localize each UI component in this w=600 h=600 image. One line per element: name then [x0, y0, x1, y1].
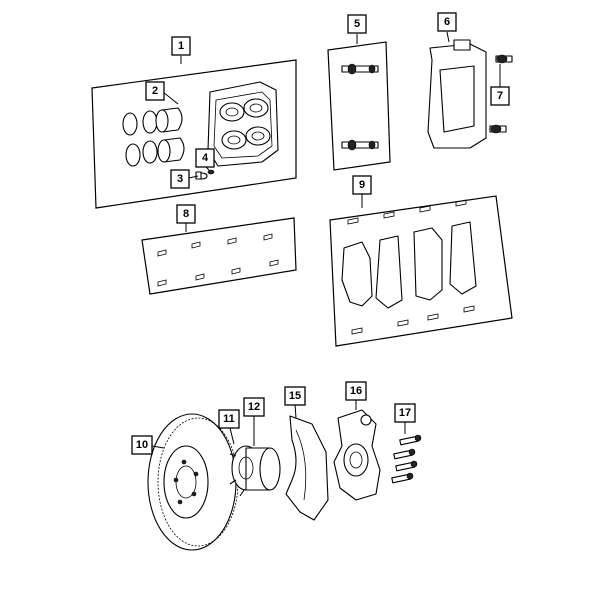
- leader-lines: [151, 31, 501, 449]
- callout-1: 1: [171, 36, 191, 56]
- svg-text:1: 1: [178, 40, 184, 52]
- caliper-kit-panel: [91, 59, 297, 209]
- bracket-bolts: [489, 54, 513, 134]
- brake-pads: [341, 221, 477, 309]
- caliper-bracket: [427, 39, 487, 149]
- clip-kit-panel: [141, 217, 297, 295]
- svg-text:11: 11: [223, 413, 235, 425]
- svg-text:17: 17: [399, 407, 411, 419]
- callout-6: 6: [437, 12, 457, 32]
- callout-3: 3: [170, 169, 190, 189]
- svg-text:5: 5: [354, 18, 360, 30]
- svg-text:15: 15: [289, 390, 301, 402]
- callout-10: 10: [131, 435, 153, 455]
- hub-bearing: [229, 445, 281, 497]
- pad-clips: [347, 199, 475, 335]
- callout-4: 4: [195, 148, 215, 168]
- svg-text:4: 4: [202, 152, 209, 164]
- callout-5: 5: [347, 14, 367, 34]
- brake-rotor: [147, 413, 239, 551]
- dust-shield: [285, 415, 329, 521]
- guide-pin-upper: [341, 63, 379, 75]
- callout-11: 11: [218, 409, 240, 429]
- callout-8: 8: [176, 204, 196, 224]
- guide-pin-lower: [341, 139, 379, 151]
- callout-12: 12: [243, 397, 265, 417]
- callout-17: 17: [394, 403, 416, 423]
- knuckle-bolts: [391, 434, 422, 484]
- callout-16: 16: [345, 381, 367, 401]
- svg-text:7: 7: [497, 90, 503, 102]
- svg-text:3: 3: [177, 173, 183, 185]
- svg-text:2: 2: [152, 85, 158, 97]
- caliper-body: [207, 81, 279, 167]
- steering-knuckle: [333, 409, 381, 501]
- svg-text:8: 8: [183, 208, 189, 220]
- svg-text:6: 6: [444, 16, 450, 28]
- callout-7: 7: [490, 86, 510, 106]
- clips: [157, 233, 279, 287]
- svg-text:9: 9: [359, 179, 365, 191]
- brake-pad-panel: [329, 195, 513, 347]
- callout-2: 2: [145, 81, 165, 101]
- svg-text:10: 10: [136, 439, 148, 451]
- svg-text:16: 16: [350, 385, 362, 397]
- bleeder-screw: [195, 169, 215, 180]
- svg-text:12: 12: [248, 401, 260, 413]
- piston-set: [122, 107, 185, 167]
- guide-pin-panel: [327, 41, 391, 171]
- callout-15: 15: [284, 386, 306, 406]
- callout-9: 9: [352, 175, 372, 195]
